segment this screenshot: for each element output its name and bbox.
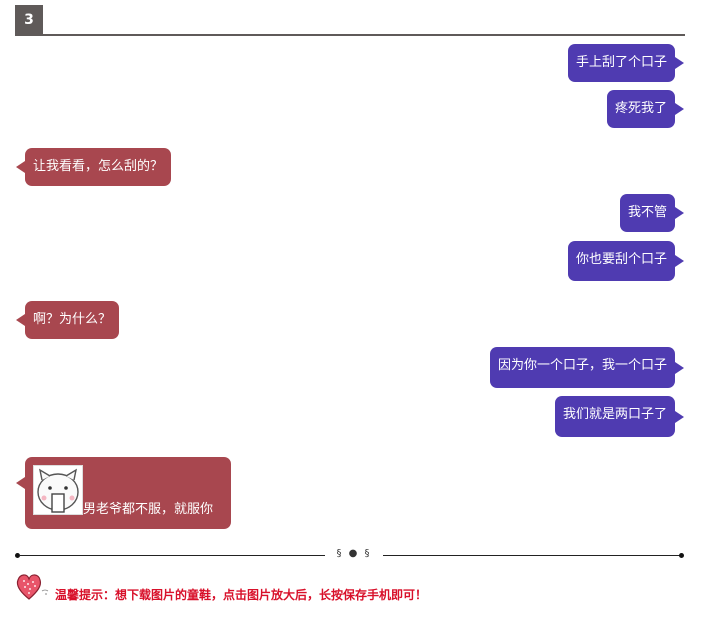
header-underline <box>15 34 685 36</box>
heart-icon <box>15 571 55 605</box>
section-number-badge: 3 <box>15 5 43 35</box>
divider-ornament: § ● § <box>336 548 372 559</box>
section-divider: § ● § <box>15 548 685 561</box>
tip-text: 温馨提示：想下载图片的童鞋，点击图片放大后，长按保存手机即可！ <box>55 588 428 602</box>
message-text: 男老爷都不服，就服你 <box>83 502 214 517</box>
message-text: 手上刮了个口子 <box>575 55 667 70</box>
message-text: 你也要刮个口子 <box>575 252 667 267</box>
chat-bubble-right: 因为你一个口子，我一个口子 <box>489 347 685 388</box>
chat-bubble-left: 让我看看，怎么刮的？ <box>15 148 172 186</box>
message-text: 疼死我了 <box>614 101 667 116</box>
divider-line-left <box>19 555 325 556</box>
message-text: 让我看看，怎么刮的？ <box>33 159 164 174</box>
chat-bubble-left-with-sticker: 男老爷都不服，就服你 <box>16 457 231 529</box>
message-text: 啊？为什么？ <box>33 312 112 327</box>
chat-bubble-left: 啊？为什么？ <box>15 301 120 339</box>
download-tip: 温馨提示：想下载图片的童鞋，点击图片放大后，长按保存手机即可！ <box>15 571 685 605</box>
chat-bubble-right: 我们就是两口子了 <box>554 396 685 437</box>
chat-bubble-right: 手上刮了个口子 <box>567 44 685 82</box>
chat-bubble-right: 你也要刮个口子 <box>567 241 685 281</box>
chat-bubble-right: 疼死我了 <box>606 90 685 128</box>
divider-end-dot <box>679 553 684 558</box>
divider-end-dot <box>15 553 20 558</box>
chat-bubble-right: 我不管 <box>619 194 685 232</box>
message-text: 我们就是两口子了 <box>562 407 667 422</box>
divider-line-right <box>383 555 681 556</box>
message-text: 因为你一个口子，我一个口子 <box>497 358 667 373</box>
message-text: 我不管 <box>627 205 667 220</box>
section-header: 3 <box>15 5 685 36</box>
pig-face-sticker <box>33 465 83 515</box>
